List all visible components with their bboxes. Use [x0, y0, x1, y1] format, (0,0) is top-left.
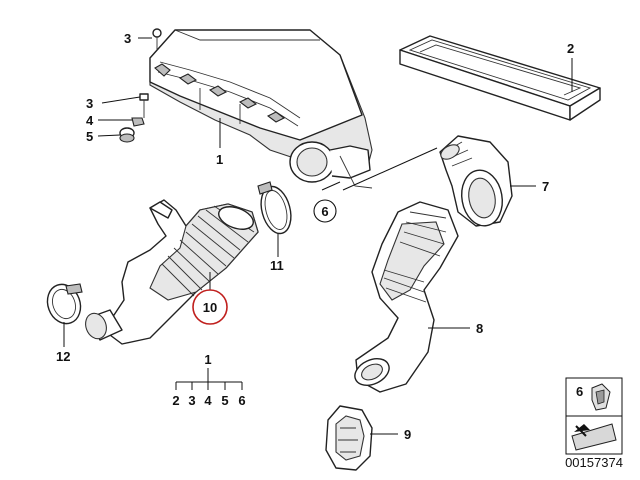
- tree-child-2: 3: [188, 393, 195, 408]
- callout-10: 10: [203, 300, 217, 315]
- filter-element: [399, 35, 601, 121]
- drawing-number: 00157374: [565, 455, 623, 470]
- callout-3-top: 3: [124, 31, 131, 46]
- callout-1: 1: [216, 152, 223, 167]
- callout-6: 6: [321, 204, 328, 219]
- clamp-12: [46, 283, 83, 325]
- seal-9: [325, 405, 373, 471]
- callout-7: 7: [542, 179, 549, 194]
- intake-bellows: [85, 199, 259, 345]
- callout-2: 2: [567, 41, 574, 56]
- legend-number: 6: [576, 384, 583, 399]
- scale-icon: [571, 423, 617, 451]
- callout-10-highlight: 10: [192, 289, 228, 325]
- callout-4: 4: [86, 113, 94, 128]
- washer: [131, 117, 145, 127]
- callout-6-circle: 6: [313, 199, 337, 223]
- air-filter-housing: [149, 29, 373, 189]
- tree-child-4: 5: [221, 393, 228, 408]
- callout-3-mid: 3: [86, 96, 93, 111]
- callout-5: 5: [86, 129, 93, 144]
- callout-11: 11: [270, 258, 284, 273]
- tree-root: 1: [204, 352, 211, 367]
- duct-8: [354, 201, 459, 393]
- grommet: [119, 127, 135, 143]
- clamp-11: [257, 181, 292, 235]
- tree-child-1: 2: [172, 393, 179, 408]
- clip-icon: [591, 383, 611, 411]
- callout-12: 12: [56, 349, 70, 364]
- screw-top: [152, 28, 162, 50]
- bolt-mid: [139, 93, 149, 118]
- callout-8: 8: [476, 321, 483, 336]
- intake-duct-7: [439, 135, 513, 227]
- leader-lines: [63, 37, 573, 435]
- callout-9: 9: [404, 427, 411, 442]
- tree-child-5: 6: [238, 393, 245, 408]
- legend-box: 6: [565, 377, 623, 455]
- tree-child-3: 4: [204, 393, 212, 408]
